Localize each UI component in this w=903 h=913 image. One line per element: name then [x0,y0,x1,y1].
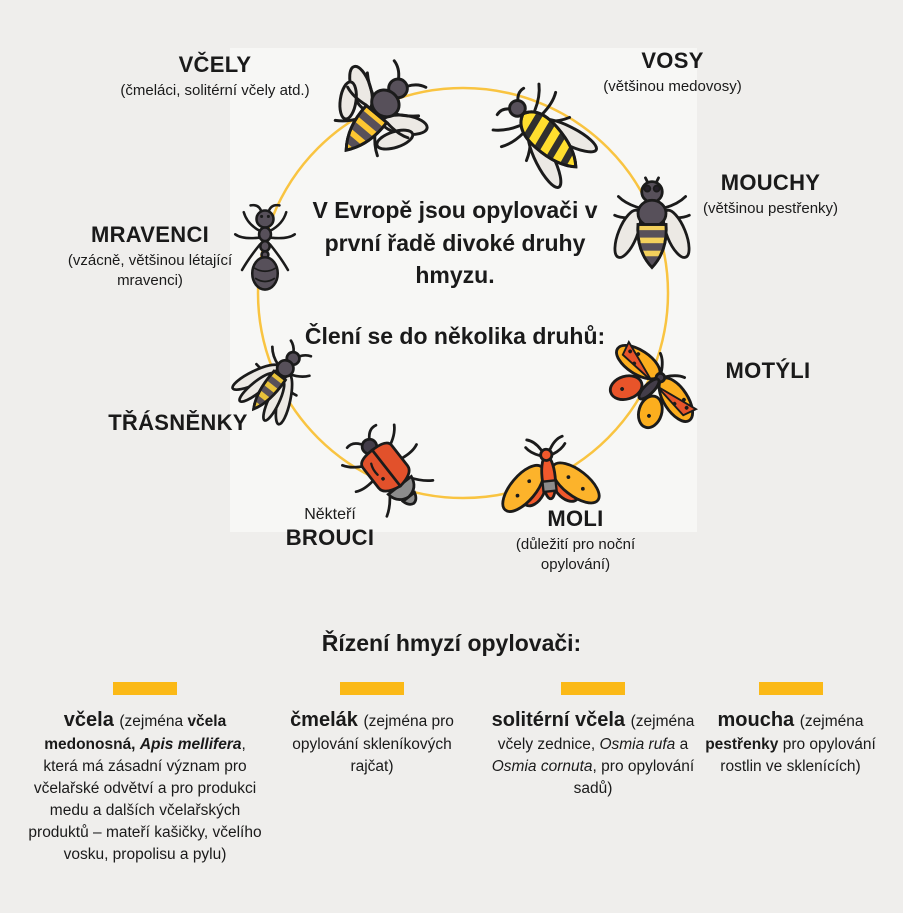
accent-bar [113,682,177,695]
group-name: VOSY [641,48,704,73]
circle-panel [230,48,697,532]
accent-bar [758,682,823,695]
group-label-beetles: Někteří BROUCI [230,506,430,551]
managed-item-fly: moucha (zejména pestřenky pro opylování … [688,682,893,778]
managed-item-text: solitérní včela (zejména včely zednice, … [491,709,695,798]
group-note: (vzácně, většinou létající mravenci) [67,252,233,289]
group-note: (většinou medovosy) [603,78,742,95]
managed-item-solitary-bee: solitérní včela (zejména včely zednice, … [487,682,699,800]
group-label-moths: MOLI (důležití pro noční opylování) [483,506,668,574]
group-note: (čmeláci, solitérní včely atd.) [120,82,310,99]
group-note: (důležití pro noční opylování) [515,536,636,573]
group-label-butterflies: MOTÝLI [688,358,848,384]
group-label-flies: MOUCHY (většinou pestřenky) [658,170,883,219]
group-note: (většinou pestřenky) [702,200,839,217]
managed-item-text: moucha (zejména pestřenky pro opylování … [705,709,876,776]
managed-item-text: čmelák (zejména pro opylování skleníkový… [290,709,454,776]
group-name: MRAVENCI [90,222,210,247]
center-statement: V Evropě jsou opylovači v první řadě div… [290,194,620,353]
group-qualifier: Někteří [304,506,356,523]
pollinator-cycle-ring [256,86,670,500]
group-name: VČELY [178,52,252,77]
group-name: MOLI [547,506,604,531]
group-name: TŘÁSNĚNKY [108,410,248,435]
bee-icon [310,58,438,176]
accent-bar [340,682,404,695]
moth-icon [488,434,610,528]
ant-icon [224,202,306,304]
beetle-icon [341,421,438,526]
center-statement-line1: V Evropě jsou opylovači v první řadě div… [312,197,598,289]
fly-icon [603,176,701,288]
group-name: MOTÝLI [725,358,811,383]
managed-section-title: Řízení hmyzí opylovači: [321,630,582,656]
managed-item-honeybee: včela (zejména včela medonosná, Apis mel… [26,682,264,866]
butterfly-icon [594,334,708,440]
managed-item-bumblebee: čmelák (zejména pro opylování skleníkový… [272,682,472,778]
thrips-icon [224,336,316,440]
managed-item-text: včela (zejména včela medonosná, Apis mel… [28,709,262,864]
center-statement-line2: Člení se do několika druhů: [304,322,606,349]
wasp-icon [491,80,604,198]
group-label-thrips: TŘÁSNĚNKY [78,410,278,436]
group-name: BROUCI [285,525,375,550]
group-label-bees: VČELY (čmeláci, solitérní včely atd.) [100,52,330,101]
accent-bar [561,682,625,695]
group-label-ants: MRAVENCI (vzácně, většinou létající mrav… [65,222,235,290]
group-name: MOUCHY [720,170,821,195]
group-label-wasps: VOSY (většinou medovosy) [565,48,780,97]
